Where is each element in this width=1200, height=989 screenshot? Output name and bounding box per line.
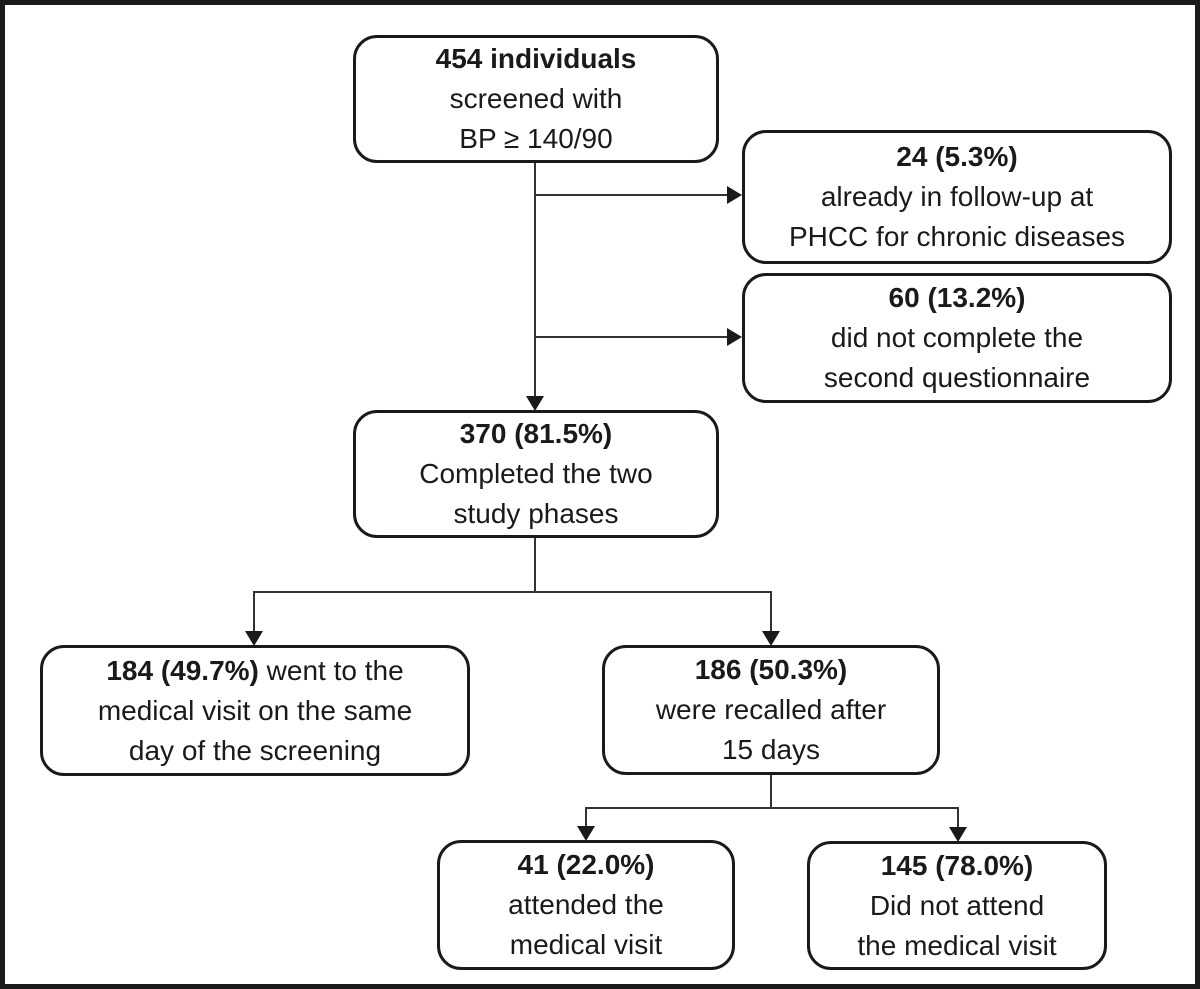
node-recalled-text-1: were recalled after — [655, 694, 887, 725]
node-incomplete-count: 60 (13.2%) — [888, 282, 1026, 313]
node-completed: 370 (81.5%) Completed the two study phas… — [353, 410, 719, 538]
node-completed-count: 370 (81.5%) — [459, 418, 613, 449]
node-followup-text-2: PHCC for chronic diseases — [788, 221, 1126, 252]
node-followup-text-1: already in follow-up at — [820, 181, 1094, 212]
node-screened-count: 454 individuals — [435, 43, 637, 74]
node-sameday-line-1: 184 (49.7%) went to the — [106, 654, 404, 686]
arrowhead-into-followup — [727, 186, 742, 204]
node-recalled-count: 186 (50.3%) — [694, 654, 848, 685]
node-attended: 41 (22.0%) attended the medical visit — [437, 840, 735, 970]
node-screened: 454 individuals screened with BP ≥ 140/9… — [353, 35, 719, 163]
node-not-attended-text-2: the medical visit — [857, 929, 1057, 961]
node-attended-text-1: attended the — [508, 889, 664, 920]
node-screened-text-2: BP ≥ 140/90 — [459, 123, 613, 154]
edge-recalled-split-horizontal — [585, 807, 959, 809]
node-attended-text-2: medical visit — [509, 929, 663, 960]
arrowhead-into-completed — [526, 396, 544, 411]
node-not-attended-text-1: Did not attend — [869, 889, 1045, 921]
node-not-attended-count: 145 (78.0%) — [880, 849, 1034, 881]
node-recalled: 186 (50.3%) were recalled after 15 days — [602, 645, 940, 775]
edge-recalled-stem — [770, 775, 772, 809]
edge-screened-followup — [535, 194, 729, 196]
node-completed-text-2: study phases — [453, 498, 619, 529]
node-not-attended: 145 (78.0%) Did not attend the medical v… — [807, 841, 1107, 970]
edge-drop-to-sameday — [253, 591, 255, 632]
node-incomplete-text-1: did not complete the — [830, 322, 1084, 353]
edge-completed-split-horizontal — [253, 591, 772, 593]
node-screened-text-1: screened with — [449, 83, 623, 114]
arrowhead-into-attended — [577, 826, 595, 841]
edge-drop-to-recalled — [770, 591, 772, 632]
edge-screened-incomplete — [535, 336, 729, 338]
node-incomplete: 60 (13.2%) did not complete the second q… — [742, 273, 1172, 403]
arrowhead-into-recalled — [762, 631, 780, 646]
node-incomplete-text-2: second questionnaire — [823, 362, 1091, 393]
arrowhead-into-incomplete — [727, 328, 742, 346]
edge-drop-to-attended — [585, 807, 587, 828]
node-sameday-text-2: day of the screening — [128, 734, 382, 766]
arrowhead-into-not-attended — [949, 827, 967, 842]
node-completed-text-1: Completed the two — [419, 458, 653, 489]
node-followup-count: 24 (5.3%) — [896, 141, 1018, 172]
edge-screened-completed — [534, 162, 536, 397]
node-sameday-text-1: medical visit on the same — [97, 694, 413, 726]
edge-completed-stem — [534, 538, 536, 593]
node-sameday: 184 (49.7%) went to the medical visit on… — [40, 645, 470, 776]
node-followup: 24 (5.3%) already in follow-up at PHCC f… — [742, 130, 1172, 264]
arrowhead-into-sameday — [245, 631, 263, 646]
node-attended-count: 41 (22.0%) — [517, 849, 655, 880]
edge-drop-to-not-attended — [957, 807, 959, 828]
node-recalled-text-2: 15 days — [721, 734, 821, 765]
